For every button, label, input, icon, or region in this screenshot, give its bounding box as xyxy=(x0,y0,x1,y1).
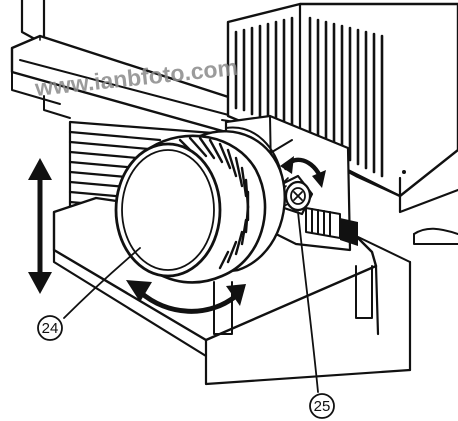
curved-double-arrow-icon xyxy=(126,280,246,314)
leader-line-25 xyxy=(297,211,319,393)
callout-label-knob: 25 xyxy=(314,398,331,415)
leader-line-24 xyxy=(63,247,141,319)
callout-25: 25 xyxy=(309,393,335,419)
callout-24: 24 xyxy=(37,315,63,341)
lens-barrel xyxy=(114,126,286,284)
double-headed-arrow-icon xyxy=(28,158,52,294)
curved-double-arrow-icon xyxy=(280,156,326,188)
callout-label-lens: 24 xyxy=(42,320,59,337)
vented-cabinet xyxy=(226,2,458,245)
